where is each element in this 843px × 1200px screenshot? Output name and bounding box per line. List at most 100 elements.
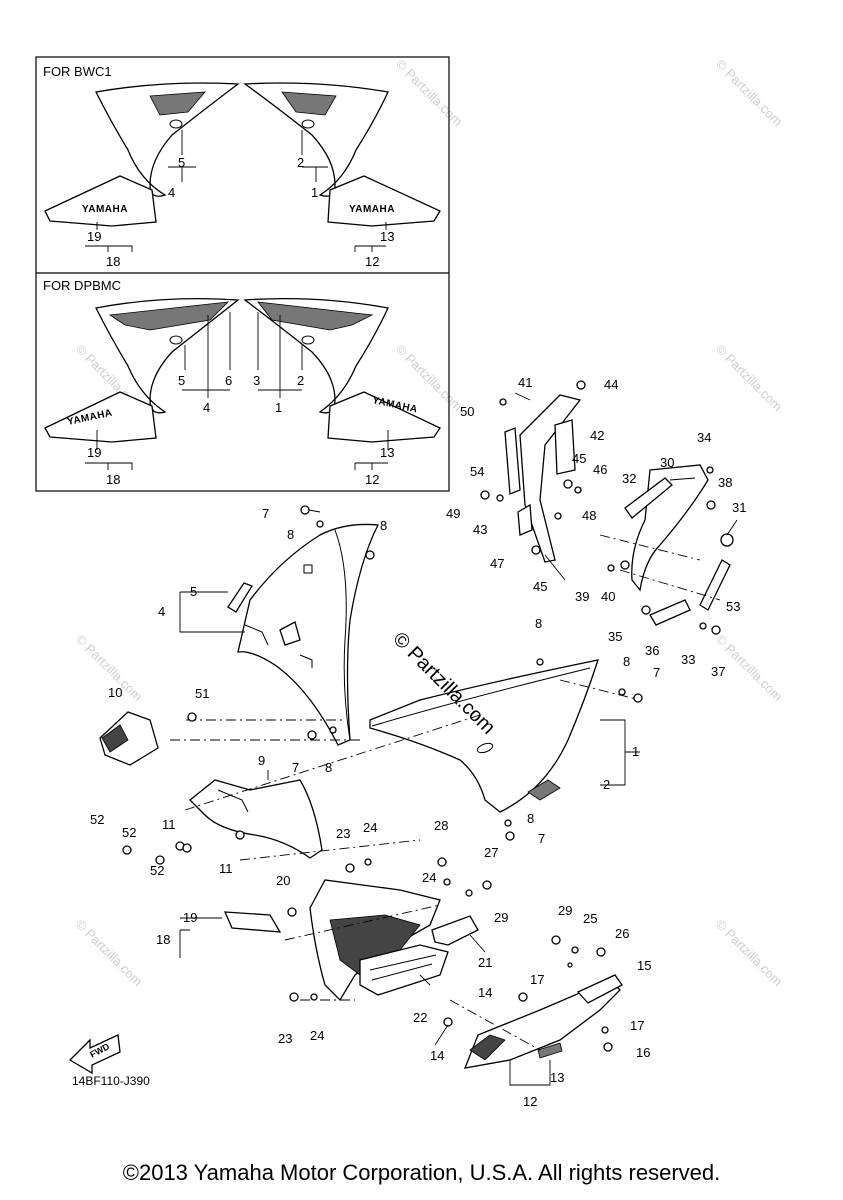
callout-13: 13 <box>550 1070 564 1085</box>
side-panel-left <box>44 391 157 443</box>
watermark: © Partzilla.com <box>713 57 786 130</box>
assembly-lines <box>170 534 721 1051</box>
callout-8: 8 <box>380 518 387 533</box>
callout-33: 33 <box>681 652 695 667</box>
callout-47: 47 <box>490 556 504 571</box>
callout-13: 13 <box>380 445 394 460</box>
callout-34: 34 <box>697 430 711 445</box>
inset-header-bwc1: FOR BWC1 <box>43 64 112 79</box>
clamp-47 <box>517 503 533 536</box>
callout-54: 54 <box>470 464 484 479</box>
side-cowling-edge <box>371 667 591 727</box>
watermark: © Partzilla.com <box>393 57 466 130</box>
graphic-decal-right <box>281 91 337 116</box>
callout-24: 24 <box>363 820 377 835</box>
callout-51: 51 <box>195 686 209 701</box>
diagram-code: 14BF110-J390 <box>72 1074 150 1088</box>
decal-19 <box>223 911 282 933</box>
upper-cowling-left <box>95 297 240 414</box>
callout-11: 11 <box>219 861 233 876</box>
inset-bwc1-parts: YAMAHA YAMAHA <box>44 82 441 252</box>
inset-frame <box>35 56 450 492</box>
stay-42 <box>554 419 576 475</box>
bracket-10-shade <box>101 724 129 753</box>
side-cowling-hole <box>476 742 494 754</box>
callout-18: 18 <box>106 472 120 487</box>
callout-8: 8 <box>623 654 630 669</box>
leader-line <box>354 222 387 252</box>
cowling-inner-edge <box>334 529 351 741</box>
callout-4: 4 <box>158 604 165 619</box>
fwd-arrow-icon <box>68 1034 121 1075</box>
inset-header-dpbmc: FOR DPBMC <box>43 278 121 293</box>
callout-11: 11 <box>162 817 176 832</box>
callout-2: 2 <box>297 373 304 388</box>
callout-45: 45 <box>572 451 586 466</box>
upper-cowling-right <box>243 297 389 414</box>
callout-5: 5 <box>178 373 185 388</box>
callout-30: 30 <box>660 455 674 470</box>
bracket-10 <box>99 711 159 766</box>
callout-7: 7 <box>292 760 299 775</box>
callout-17: 17 <box>530 972 544 987</box>
callout-50: 50 <box>460 404 474 419</box>
callout-1: 1 <box>632 744 639 759</box>
callout-12: 12 <box>365 254 379 269</box>
callout-28: 28 <box>434 818 448 833</box>
graphic-decal-left <box>149 91 206 116</box>
callout-15: 15 <box>637 958 651 973</box>
side-panel-right <box>327 175 441 227</box>
callout-1: 1 <box>311 185 318 200</box>
stay-54 <box>504 427 521 495</box>
callout-18: 18 <box>156 932 170 947</box>
yamaha-badge-left: YAMAHA <box>82 204 128 215</box>
callout-8: 8 <box>535 616 542 631</box>
decal-13 <box>537 1042 563 1059</box>
side-panel-right <box>327 391 441 443</box>
callout-38: 38 <box>718 475 732 490</box>
hardware <box>122 380 721 1052</box>
callout-20: 20 <box>276 873 290 888</box>
panel-22-ribs <box>369 954 437 981</box>
callout-5: 5 <box>178 155 185 170</box>
side-panel-left <box>44 175 157 227</box>
callout-52: 52 <box>90 812 104 827</box>
callout-29: 29 <box>494 910 508 925</box>
callout-23: 23 <box>336 826 350 841</box>
panel-21 <box>431 915 479 946</box>
leader-line <box>182 312 231 398</box>
callout-48: 48 <box>582 508 596 523</box>
callout-17: 17 <box>630 1018 644 1033</box>
part-15 <box>576 974 623 1004</box>
leader-line <box>85 222 133 252</box>
callout-7: 7 <box>262 506 269 521</box>
callout-2: 2 <box>603 777 610 792</box>
callout-52: 52 <box>150 863 164 878</box>
callout-46: 46 <box>593 462 607 477</box>
watermark: © Partzilla.com <box>713 917 786 990</box>
stay-53 <box>699 559 731 611</box>
cowling-bracket <box>303 564 313 574</box>
upper-cowling-right <box>243 82 389 197</box>
callout-8: 8 <box>287 527 294 542</box>
callout-26: 26 <box>615 926 629 941</box>
callout-9: 9 <box>258 753 265 768</box>
stay-36 <box>649 599 691 626</box>
cowling-hole <box>301 119 315 129</box>
callout-45: 45 <box>533 579 547 594</box>
callout-44: 44 <box>604 377 618 392</box>
callout-12: 12 <box>365 472 379 487</box>
copyright-notice: ©2013 Yamaha Motor Corporation, U.S.A. A… <box>122 1160 721 1185</box>
callout-29: 29 <box>558 903 572 918</box>
callout-22: 22 <box>413 1010 427 1025</box>
callout-16: 16 <box>636 1045 650 1060</box>
leader-line <box>354 430 389 470</box>
side-cowling-right-main <box>369 659 599 813</box>
cowling-hole <box>169 119 183 129</box>
callout-4: 4 <box>168 185 175 200</box>
callout-21: 21 <box>478 955 492 970</box>
cowling-duct <box>279 621 301 646</box>
callout-4: 4 <box>203 400 210 415</box>
leader-line <box>168 130 196 182</box>
callout-37: 37 <box>711 664 725 679</box>
